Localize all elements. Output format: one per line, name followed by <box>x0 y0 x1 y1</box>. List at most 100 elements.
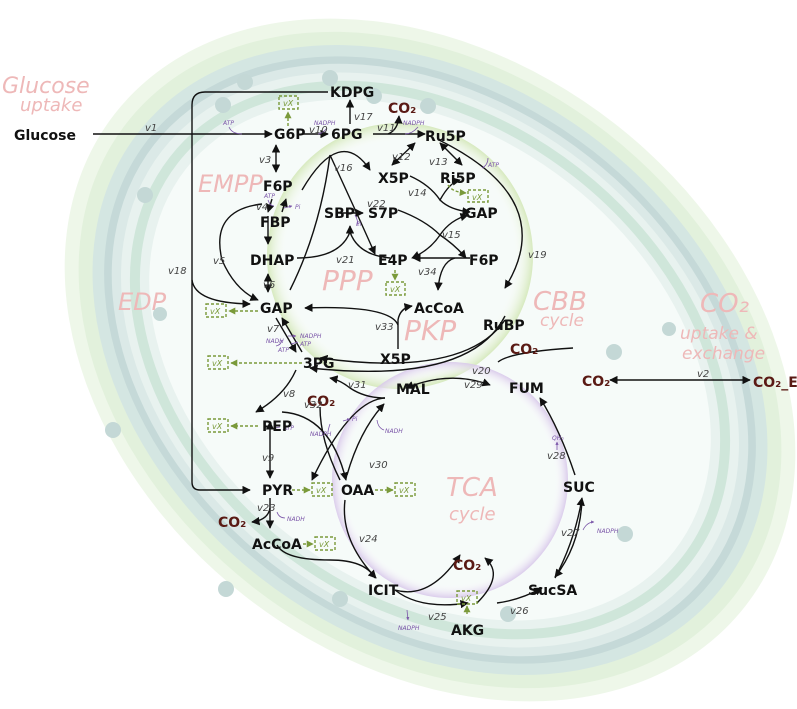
cofactor-atp-v9: ATP <box>282 425 294 432</box>
metabolite-fbp[interactable]: FBP <box>260 215 291 231</box>
reaction-v33: v33 <box>375 322 394 333</box>
reaction-v13: v13 <box>429 157 448 168</box>
cofactor-nadph-v32: NADPH <box>310 431 332 438</box>
cofactor-qh2-v28: QH₂ <box>552 435 564 442</box>
drain-box-pep <box>207 418 229 433</box>
metabolite-mal[interactable]: MAL <box>396 382 430 398</box>
metabolite-sbp[interactable]: SBP <box>324 206 355 222</box>
metabolite-g6p[interactable]: G6P <box>274 127 306 143</box>
metabolite-oaa[interactable]: OAA <box>341 483 374 499</box>
reaction-v14: v14 <box>408 188 427 199</box>
co2-v31[interactable]: CO₂ <box>307 394 335 410</box>
reaction-edges <box>93 91 751 609</box>
co2-internal[interactable]: CO₂ <box>582 374 610 390</box>
reaction-v5: v5 <box>213 256 225 267</box>
metabolite-x5p-pkp[interactable]: X5P <box>380 352 411 368</box>
co2-nodes: CO₂ CO₂ CO₂ CO₂ CO₂ CO₂ CO₂_EX <box>218 101 797 574</box>
cofactor-atp-v4: ATP <box>263 193 275 200</box>
region-ppp: PPP <box>322 264 373 297</box>
region-co2-exchange-sub1: uptake & <box>680 324 758 344</box>
cofactor-atp-v1: ATP <box>222 120 234 127</box>
metabolite-gap-ppp[interactable]: GAP <box>465 206 498 222</box>
cofactor-nadph-v27: NADPH <box>597 528 619 535</box>
reaction-v24: v24 <box>359 534 378 545</box>
svg-text:vX: vX <box>316 486 327 495</box>
reaction-v34: v34 <box>418 267 437 278</box>
region-tca-sub: cycle <box>449 504 496 525</box>
metabolite-dhap[interactable]: DHAP <box>250 253 294 269</box>
cofactor-atp-v7: ATP <box>277 347 289 354</box>
metabolite-6pg[interactable]: 6PG <box>331 127 363 143</box>
reaction-v19: v19 <box>528 250 547 261</box>
metabolite-f6p[interactable]: F6P <box>263 179 293 195</box>
reaction-v30: v30 <box>369 460 388 471</box>
metabolite-s7p[interactable]: S7P <box>368 206 398 222</box>
reaction-v22: v22 <box>367 199 386 210</box>
cofactor-atp-v19: ATP <box>487 162 499 169</box>
biomass-drain-labels: vX vX vX vX vX vX vX vX vX vX <box>210 99 483 603</box>
metabolite-gap[interactable]: GAP <box>260 301 293 317</box>
cofactor-nadh-v23: NADH <box>287 516 305 523</box>
membrane-granules <box>105 70 676 622</box>
reaction-v2: v2 <box>697 369 709 380</box>
metabolite-ru5p[interactable]: Ru5P <box>425 129 466 145</box>
reaction-v12: v12 <box>392 152 411 163</box>
svg-text:vX: vX <box>399 486 410 495</box>
metabolite-ri5p[interactable]: Ri5P <box>440 171 476 187</box>
reaction-v6: v6 <box>263 280 275 291</box>
reaction-v16: v16 <box>334 163 353 174</box>
cofactor-pi-v4: Pi <box>295 204 301 211</box>
reaction-v26: v26 <box>510 606 529 617</box>
metabolite-3pg[interactable]: 3PG <box>303 356 335 372</box>
drain-box-ri5p <box>467 189 489 203</box>
metabolite-accoa-pkp[interactable]: AcCoA <box>414 301 464 317</box>
metabolite-kdpg[interactable]: KDPG <box>330 85 374 101</box>
reaction-v25: v25 <box>428 612 447 623</box>
region-tca: TCA <box>446 473 498 503</box>
co2-v11[interactable]: CO₂ <box>388 101 416 117</box>
metabolite-icit[interactable]: ICIT <box>368 583 399 599</box>
metabolite-pep[interactable]: PEP <box>262 419 292 435</box>
svg-text:vX: vX <box>472 193 483 202</box>
cofactor-atp-v7b: ATP <box>299 341 311 348</box>
reaction-v15: v15 <box>442 230 461 241</box>
region-glucose-uptake: Glucose <box>2 74 90 99</box>
reaction-v10: v10 <box>309 125 328 136</box>
region-edp: EDP <box>118 288 167 316</box>
drain-box-accoa <box>314 536 336 551</box>
co2-rubisco[interactable]: CO₂ <box>510 342 538 358</box>
reaction-v1: v1 <box>145 123 157 134</box>
metabolite-pyr[interactable]: PYR <box>262 483 293 499</box>
metabolite-x5p[interactable]: X5P <box>378 171 409 187</box>
metabolite-rubp[interactable]: RuBP <box>483 318 525 334</box>
drain-box-g6p <box>278 95 299 110</box>
cofactor-pi-v22: Pi <box>356 221 362 228</box>
cofactor-labels: ATP NADPH NADPH ATP Pi Pi NADPH ATP NADH… <box>222 120 619 632</box>
metabolite-fum[interactable]: FUM <box>509 381 544 397</box>
metabolite-nodes: Glucose KDPG G6P 6PG Ru5P X5P Ri5P F6P F… <box>14 85 595 639</box>
metabolite-e4p[interactable]: E4P <box>378 253 408 269</box>
region-co2-exchange-sub2: exchange <box>682 344 765 364</box>
reaction-v8: v8 <box>283 389 295 400</box>
tca-cycle-glow <box>332 362 568 598</box>
metabolite-f6p-ppp[interactable]: F6P <box>469 253 499 269</box>
reaction-v21: v21 <box>336 255 355 266</box>
metabolite-accoa[interactable]: AcCoA <box>252 537 302 553</box>
region-empp: EMPP <box>198 170 263 198</box>
drain-box-pyr <box>311 482 333 497</box>
co2-tca[interactable]: CO₂ <box>453 558 481 574</box>
cofactor-hooks <box>228 126 595 621</box>
cofactor-nadh-v7: NADH <box>266 338 284 345</box>
metabolite-sucsa[interactable]: SucSA <box>528 583 577 599</box>
co2-exchange[interactable]: CO₂_EX <box>753 375 797 391</box>
reaction-v23: v23 <box>257 503 276 514</box>
reaction-v3: v3 <box>259 155 271 166</box>
reaction-v9: v9 <box>262 453 274 464</box>
metabolite-suc[interactable]: SUC <box>563 480 595 496</box>
drain-box-e4p <box>385 281 406 296</box>
metabolite-glucose[interactable]: Glucose <box>14 128 76 144</box>
reaction-v29: v29 <box>464 380 483 391</box>
metabolite-akg[interactable]: AKG <box>451 623 484 639</box>
co2-v23[interactable]: CO₂ <box>218 515 246 531</box>
svg-text:vX: vX <box>390 285 401 294</box>
